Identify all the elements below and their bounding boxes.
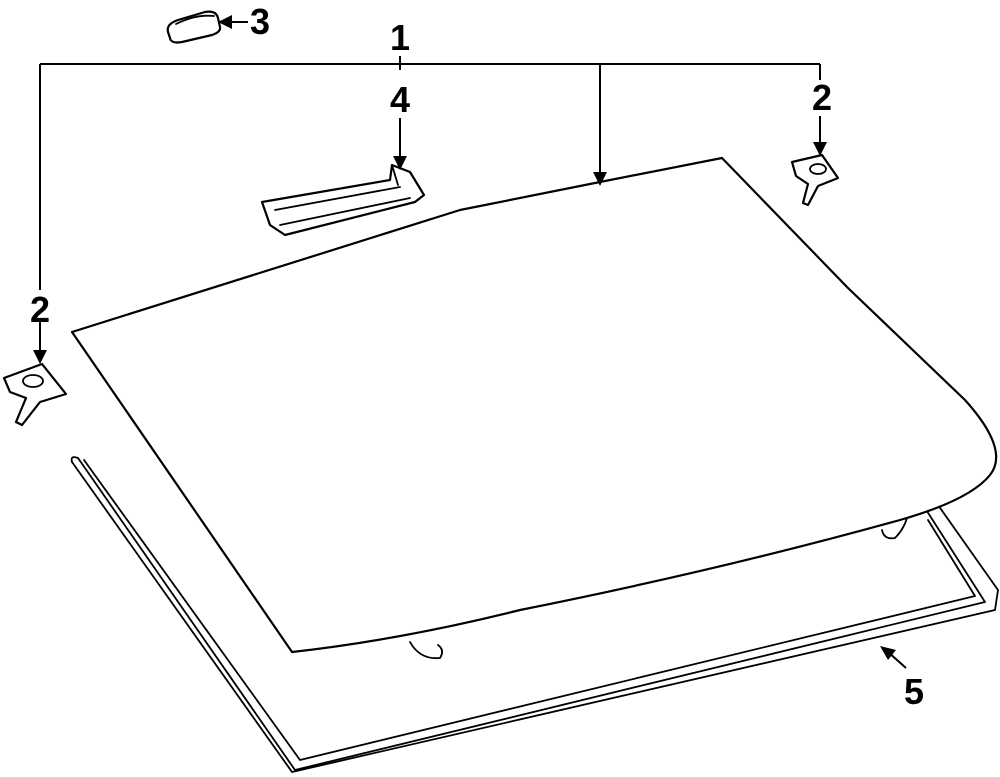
clip-under-left [409,641,443,660]
arrow-to-molding [880,646,896,660]
callout-2-right: 2 [812,77,832,118]
part-2-bracket-right [790,153,840,207]
part-1-back-glass [70,156,998,654]
part-2-bracket-left [2,362,68,427]
part-3-cap [166,10,222,44]
leader-lines [39,21,907,669]
callout-2-left: 2 [30,289,50,330]
arrow-to-glass [593,172,607,186]
arrow-to-bracket-right [813,142,827,156]
callout-3: 3 [250,1,270,42]
arrow-to-cap [218,15,232,29]
arrowheads [33,15,896,660]
clip-under-right [881,513,909,540]
arrow-to-lamp [393,156,407,170]
part-4-stop-lamp [260,163,426,237]
callout-5: 5 [904,671,924,712]
part-5-molding [70,456,999,773]
arrow-to-bracket-left [33,350,47,364]
callout-4: 4 [390,79,410,120]
callout-1: 1 [390,17,410,58]
